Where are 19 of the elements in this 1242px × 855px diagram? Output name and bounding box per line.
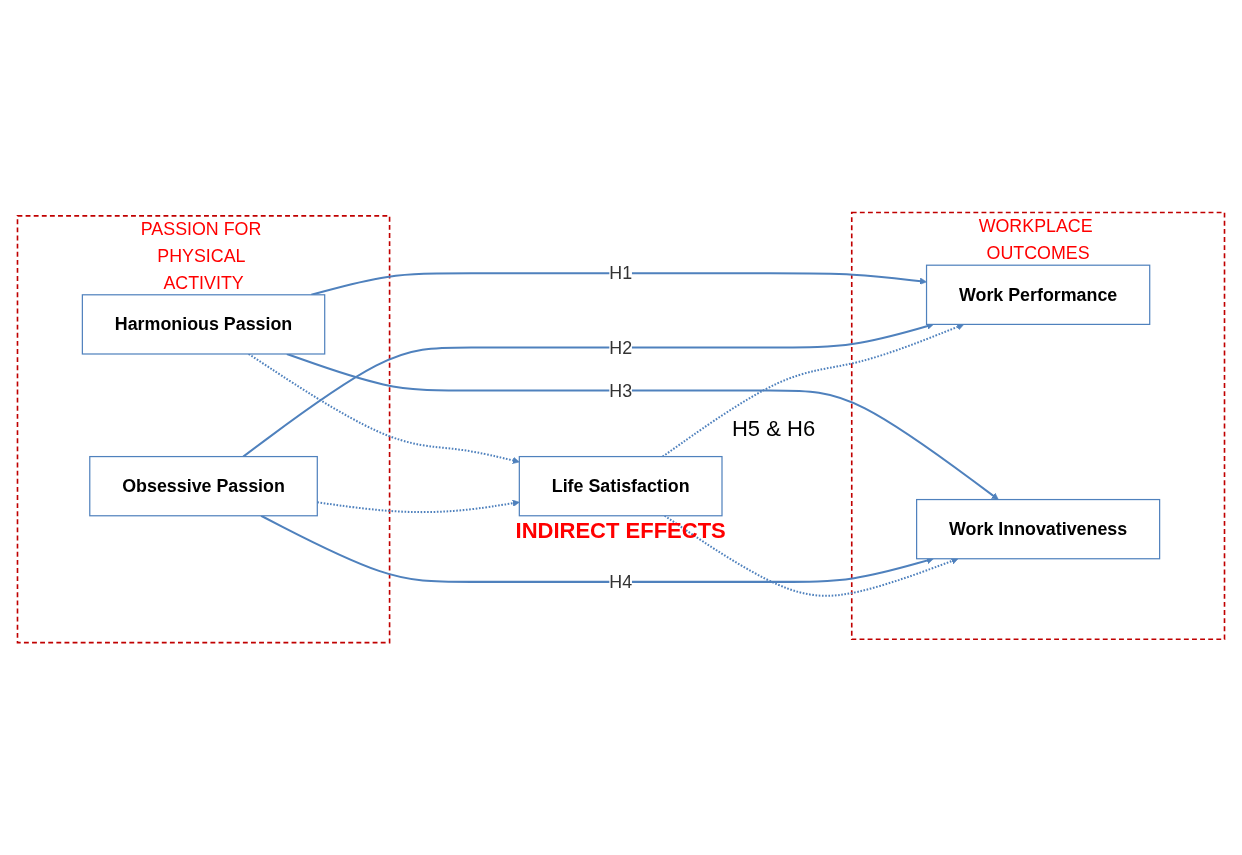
- hypothesis-label: H5 & H6: [732, 416, 816, 443]
- node-box: Work Performance: [925, 264, 1151, 325]
- node-box: Work Innovativeness: [916, 498, 1161, 560]
- arrow: [664, 514, 959, 597]
- arrow: [317, 499, 520, 514]
- arrow: [311, 272, 927, 296]
- node-box: Life Satisfaction: [518, 455, 723, 517]
- group-heading: INDIRECT EFFECTS: [515, 517, 726, 544]
- edge-label: H2: [609, 337, 633, 358]
- arrow: [286, 352, 999, 500]
- node-box: Harmonious Passion: [81, 294, 326, 355]
- edge-label: H3: [609, 380, 633, 401]
- edge-label: H4: [609, 571, 633, 592]
- arrow: [242, 322, 934, 458]
- arrow: [260, 514, 934, 583]
- node-box: Obsessive Passion: [89, 455, 318, 517]
- arrow: [248, 353, 520, 464]
- edge-label: H1: [609, 263, 633, 284]
- arrow: [662, 323, 965, 458]
